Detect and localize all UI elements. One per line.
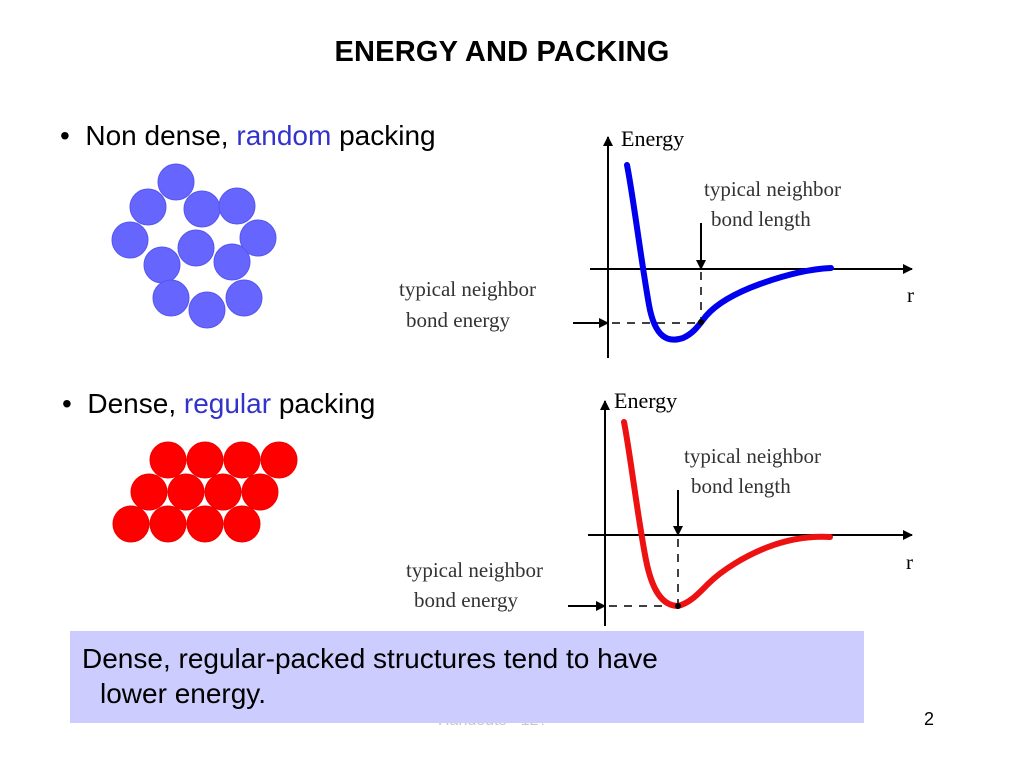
atom xyxy=(149,505,187,543)
atom xyxy=(241,473,279,511)
atom xyxy=(112,505,150,543)
atom xyxy=(213,243,251,281)
bullet-prefix: Non dense, xyxy=(85,120,237,151)
atom xyxy=(223,505,261,543)
random-packing-cluster xyxy=(111,163,277,329)
bond-energy-label: typical neighbor xyxy=(399,277,536,301)
atom xyxy=(186,505,224,543)
atom xyxy=(223,441,261,479)
bullet-highlight: random xyxy=(236,120,332,151)
atom xyxy=(204,473,242,511)
energy-graph-random: Energy r typical neighbor bond length ty… xyxy=(399,126,914,358)
bullet-highlight: regular xyxy=(183,388,272,419)
atom xyxy=(188,291,226,329)
conclusion-callout: Dense, regular-packed structures tend to… xyxy=(70,631,864,723)
slide-number: 2 xyxy=(924,709,935,729)
x-axis-label: r xyxy=(906,550,913,574)
bond-length-label: typical neighbor xyxy=(704,177,841,201)
y-axis-label: Energy xyxy=(621,126,684,151)
x-axis-label: r xyxy=(907,283,914,307)
atom xyxy=(225,279,263,317)
atom xyxy=(152,279,190,317)
callout-line: Dense, regular-packed structures tend to… xyxy=(82,643,658,674)
atom xyxy=(218,187,256,225)
bullet-prefix: Dense, xyxy=(87,388,184,419)
regular-packing-cluster xyxy=(112,441,298,543)
bullet-regular-packing: • Dense, regular packing xyxy=(62,388,376,419)
atom xyxy=(239,219,277,257)
energy-curve xyxy=(624,162,834,343)
atom xyxy=(167,473,205,511)
atom xyxy=(129,188,167,226)
atom xyxy=(130,473,168,511)
atom xyxy=(143,246,181,284)
energy-minimum-point xyxy=(698,319,704,325)
atom xyxy=(149,441,187,479)
bond-length-label: typical neighbor xyxy=(684,444,821,468)
bond-energy-label: bond energy xyxy=(414,588,519,612)
atom xyxy=(111,221,149,259)
callout-line: lower energy. xyxy=(100,678,267,709)
atom xyxy=(260,441,298,479)
energy-curve xyxy=(621,419,833,610)
atom xyxy=(186,441,224,479)
energy-minimum-point xyxy=(675,603,681,609)
atom xyxy=(157,163,195,201)
bond-energy-label: typical neighbor xyxy=(406,558,543,582)
bond-energy-label: bond energy xyxy=(406,308,511,332)
y-axis-label: Energy xyxy=(614,388,677,413)
bullet-suffix: packing xyxy=(331,120,436,151)
atom xyxy=(183,190,221,228)
slide-title: ENERGY AND PACKING xyxy=(334,36,670,68)
energy-graph-regular: Energy r typical neighbor bond length ty… xyxy=(406,388,913,626)
bullet-random-packing: • Non dense, random packing xyxy=(60,120,436,151)
bullet-suffix: packing xyxy=(271,388,376,419)
atom xyxy=(177,229,215,267)
bond-length-label: bond length xyxy=(711,207,811,231)
bond-length-label: bond length xyxy=(691,474,791,498)
